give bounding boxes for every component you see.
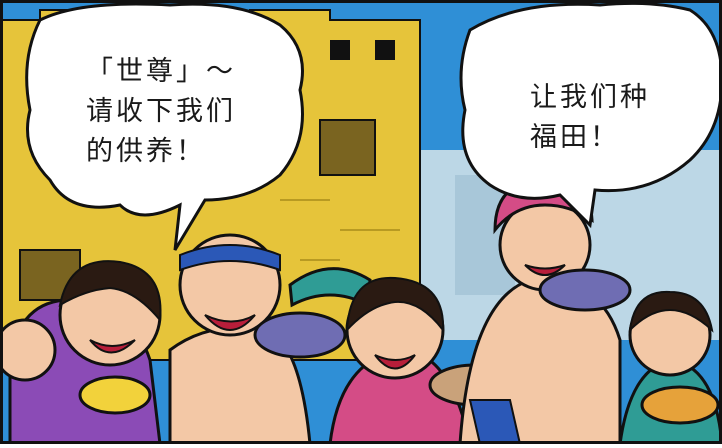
speech-bubble-right xyxy=(459,1,722,229)
wall-crenellation xyxy=(375,40,395,60)
right-woman-hair xyxy=(628,290,714,333)
bubble-line: 「世尊」～ xyxy=(86,56,236,87)
old-man-mouth xyxy=(204,314,256,331)
bubble-line: 请收下我们 xyxy=(86,96,236,127)
woman-hair xyxy=(58,260,162,323)
food-bowl xyxy=(640,385,720,425)
bubble-line: 让我们种 xyxy=(530,82,650,113)
bubble-text-left: 「世尊」～ 请收下我们 的供养！ xyxy=(86,52,236,172)
turban-man-mouth xyxy=(524,264,566,276)
wall-crenellation xyxy=(330,40,350,60)
blue-sash xyxy=(468,399,522,445)
woman-mouth xyxy=(89,339,136,354)
girl-mouth xyxy=(374,354,416,370)
bubble-line: 福田！ xyxy=(530,122,620,153)
child-face xyxy=(0,318,57,382)
blue-headband xyxy=(179,244,281,272)
bubble-line: 的供养！ xyxy=(86,136,206,167)
food-bowl xyxy=(253,311,347,359)
food-bowl xyxy=(538,268,632,312)
wall-window xyxy=(319,119,376,176)
food-bowl xyxy=(78,375,152,415)
speech-bubble-left xyxy=(25,2,304,251)
girl-hair xyxy=(345,276,445,333)
bubble-text-right: 让我们种 福田！ xyxy=(530,78,650,158)
